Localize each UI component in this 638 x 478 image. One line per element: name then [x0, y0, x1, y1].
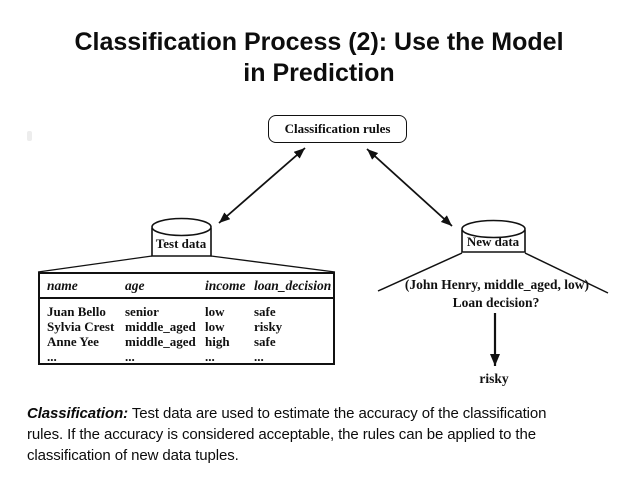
column-header-name: name: [47, 277, 78, 293]
slide-title-line-2: in Prediction: [243, 59, 395, 87]
column-header-income: income: [205, 277, 246, 293]
table-cell: high: [205, 334, 230, 349]
table-row: Anne Yee middle_aged high safe: [40, 334, 333, 349]
caption-line-1: Test data are used to estimate the accur…: [128, 405, 547, 422]
new-data-cylinder-icon: [461, 219, 526, 253]
table-row: Juan Bello senior low safe: [40, 304, 333, 319]
table-header-row: name age income loan_decision: [40, 274, 333, 299]
table-cell: middle_aged: [125, 334, 196, 349]
table-cell: low: [205, 319, 225, 334]
table-body: Juan Bello senior low safe Sylvia Crest …: [40, 299, 333, 364]
caption-lead: Classification:: [27, 405, 129, 422]
loan-decision-question: Loan decision?: [452, 295, 540, 310]
table-cell: ...: [47, 349, 57, 364]
test-data-table: name age income loan_decision Juan Bello…: [38, 272, 335, 365]
table-cell: safe: [254, 304, 276, 319]
table-cell: Anne Yee: [47, 334, 99, 349]
test-data-cylinder-icon: [151, 217, 212, 257]
table-cell: low: [205, 304, 225, 319]
bidirectional-arrow-rules-newdata-icon: [366, 148, 453, 227]
table-cell: risky: [254, 319, 283, 334]
classification-rules-label: Classification rules: [284, 121, 391, 136]
test-data-label: Test data: [155, 236, 207, 251]
new-tuple-text: (John Henry, middle_aged, low): [404, 277, 590, 292]
table-cell: Juan Bello: [47, 304, 106, 319]
stray-mark: [27, 131, 32, 141]
caption-line-2: rules. If the accuracy is considered acc…: [27, 426, 536, 443]
slide-title-line-1: Classification Process (2): Use the Mode…: [74, 28, 564, 56]
new-data-fanout-lines: [377, 252, 609, 294]
caption: Classification: Test data are used to es…: [27, 403, 623, 466]
new-data-label: New data: [466, 234, 520, 249]
table-cell: safe: [254, 334, 276, 349]
table-cell: ...: [125, 349, 135, 364]
column-header-age: age: [125, 277, 145, 293]
test-data-fanout-lines: [37, 255, 336, 273]
caption-line-3: classification of new data tuples.: [27, 447, 239, 464]
bidirectional-arrow-rules-testdata-icon: [218, 147, 306, 224]
table-row: Sylvia Crest middle_aged low risky: [40, 319, 333, 334]
classification-rules-box: Classification rules: [268, 115, 407, 143]
table-cell: senior: [125, 304, 159, 319]
slide-title: Classification Process (2): Use the Mode…: [0, 27, 638, 89]
table-cell: ...: [254, 349, 264, 364]
table-row: ... ... ... ...: [40, 349, 333, 364]
column-header-loan-decision: loan_decision: [254, 277, 332, 293]
table-cell: middle_aged: [125, 319, 196, 334]
table-cell: Sylvia Crest: [47, 319, 115, 334]
table-cell: ...: [205, 349, 215, 364]
prediction-result: risky: [479, 371, 509, 386]
